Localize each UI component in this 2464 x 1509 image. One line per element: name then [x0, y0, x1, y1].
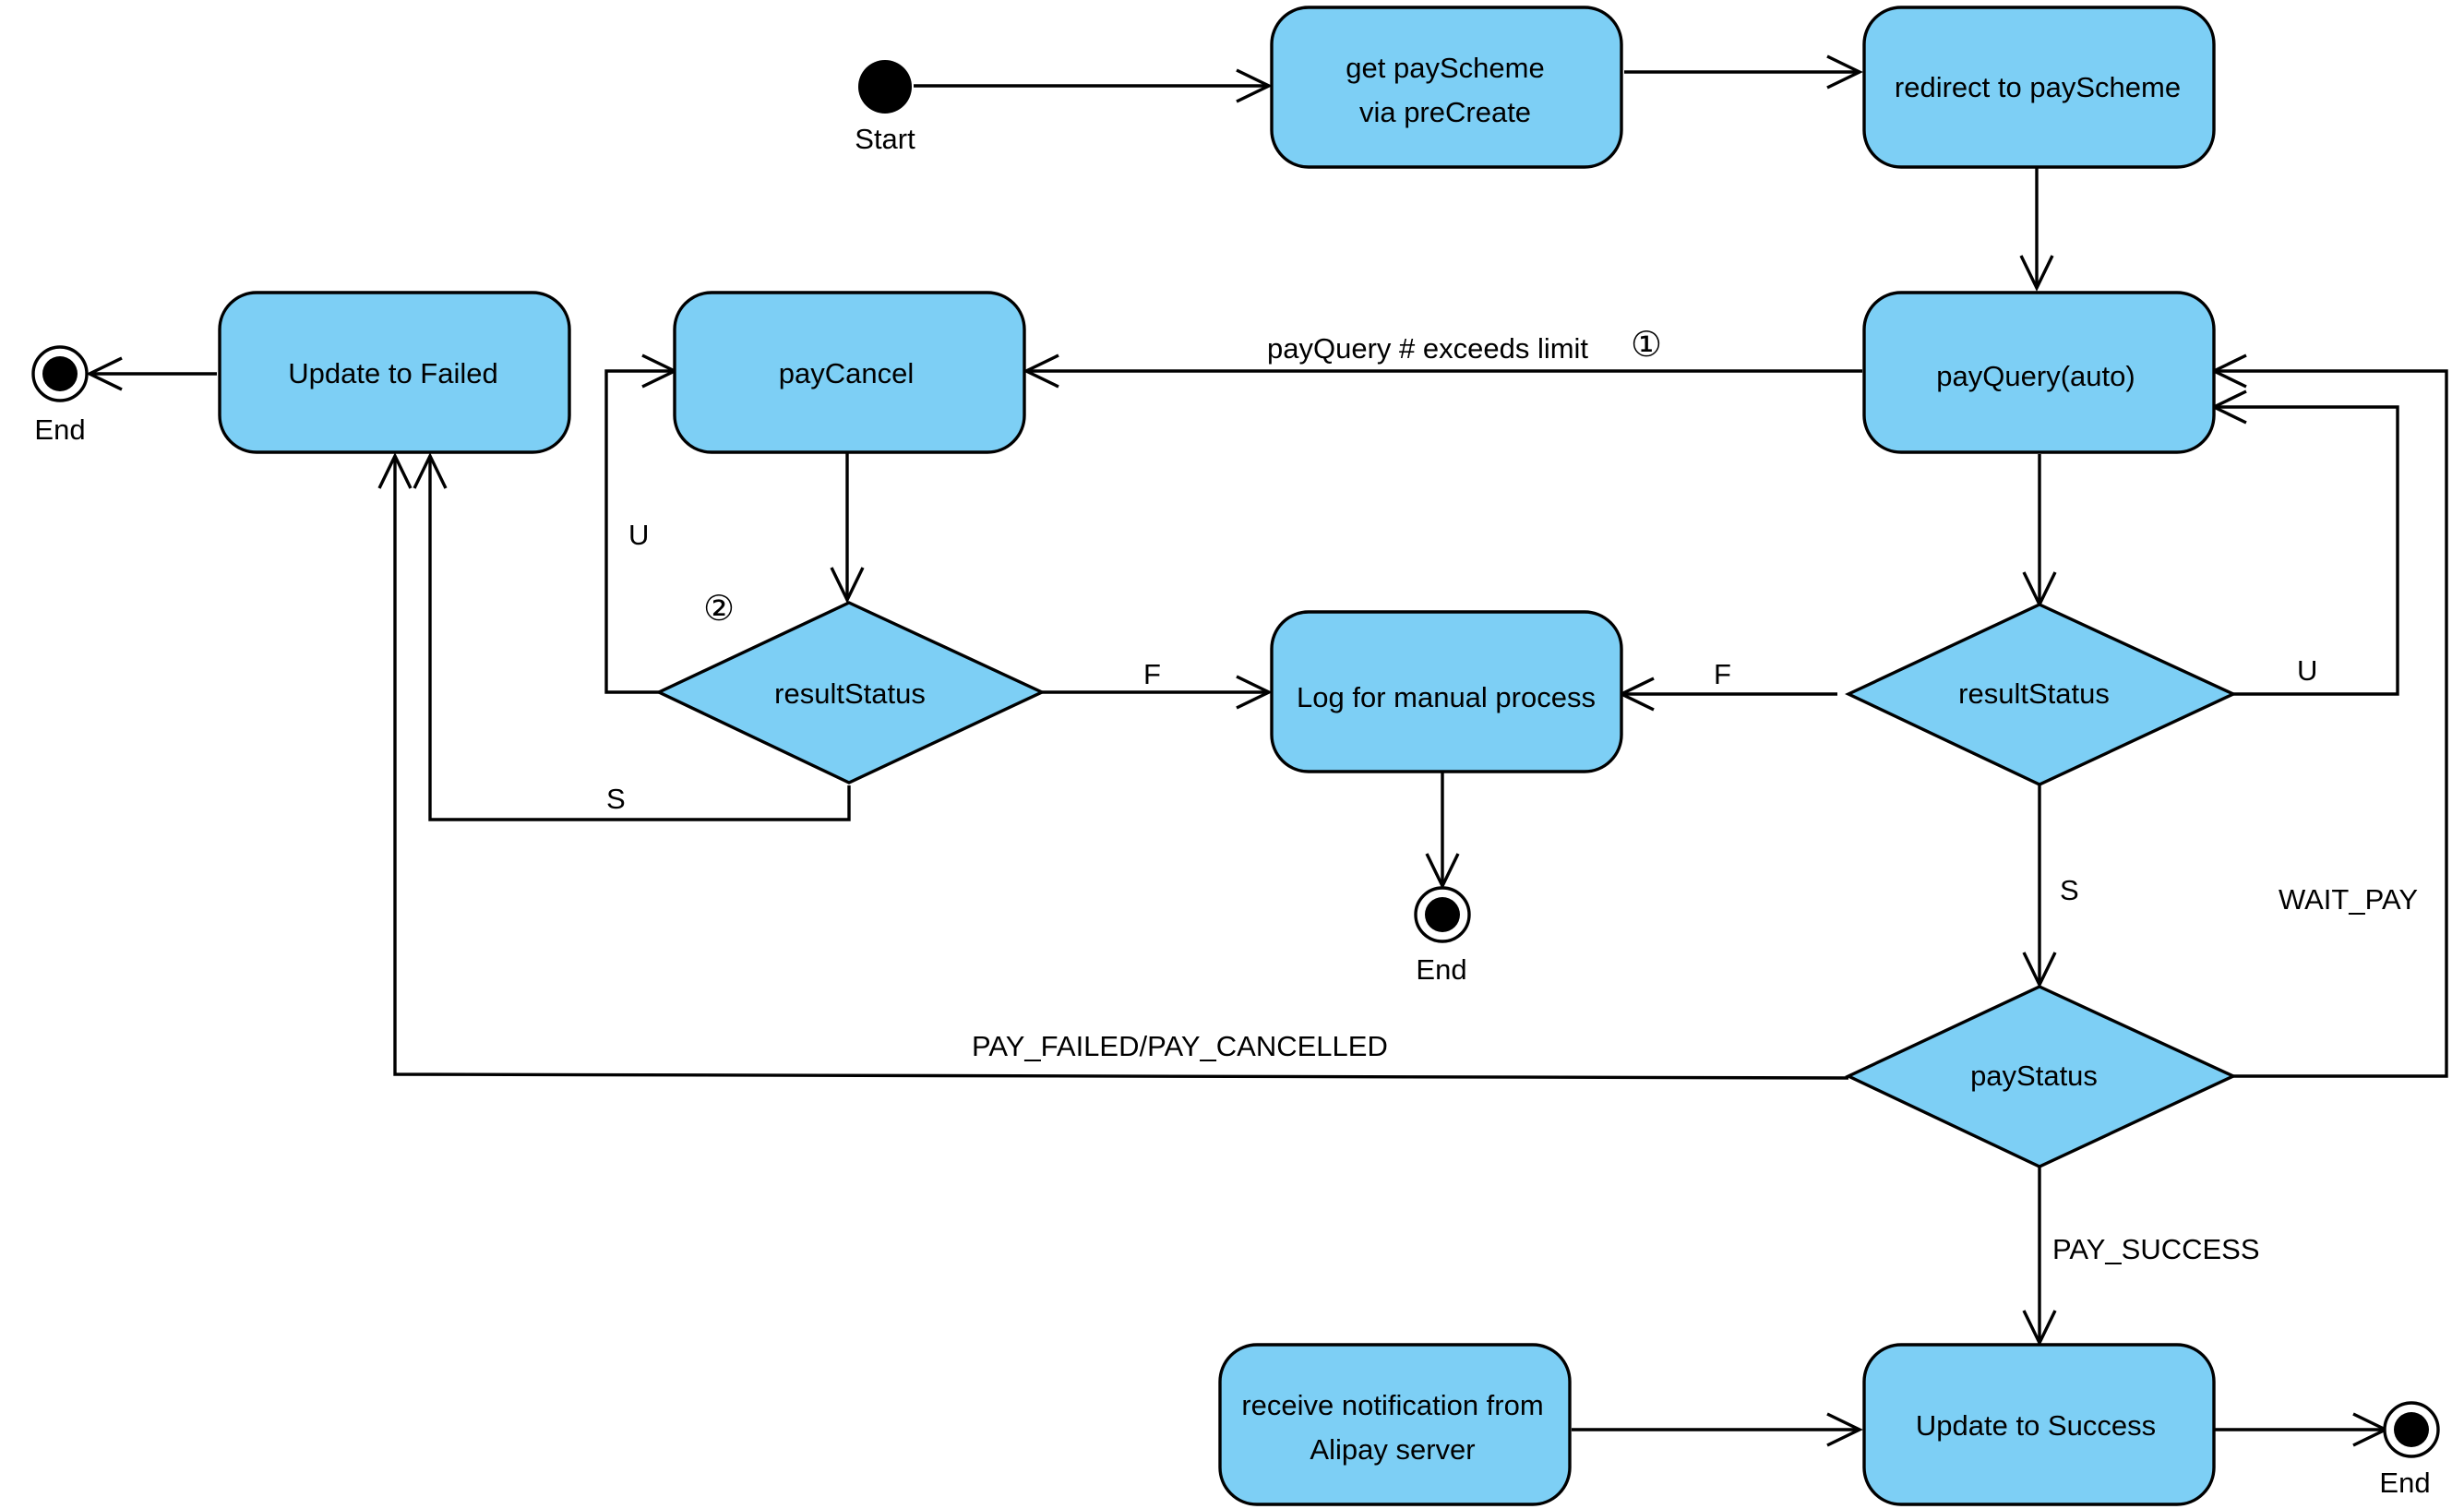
- decision-label: payStatus: [1970, 1060, 2098, 1092]
- label-cancel-f: F: [1143, 658, 1161, 690]
- state-box: [673, 291, 1026, 454]
- state-box: [1218, 1343, 1572, 1506]
- arrowhead: [1236, 675, 1273, 710]
- state-label: via preCreate: [1359, 96, 1531, 128]
- end-node-manual: End: [1414, 886, 1471, 986]
- arrowhead: [2022, 952, 2057, 988]
- label-marker-1: ①: [1631, 324, 1662, 365]
- decision-diamond: [1845, 985, 2238, 1168]
- decision-diamond: [1845, 603, 2238, 786]
- state-label: receive notification from: [1241, 1389, 1543, 1421]
- edge-pay-status-failed-to-update-failed: [393, 456, 1849, 1080]
- state-label: payQuery(auto): [1936, 360, 2135, 392]
- state-label: redirect to payScheme: [1895, 71, 2181, 103]
- arrowhead: [1023, 353, 1059, 389]
- decision-result-status-query: resultStatus: [1845, 603, 2238, 786]
- state-pay-cancel: payCancel: [673, 291, 1026, 454]
- state-label: get payScheme: [1346, 52, 1544, 84]
- state-redirect: redirect to payScheme: [1862, 6, 2216, 169]
- label-cancel-u: U: [628, 519, 649, 551]
- arrowhead: [1236, 68, 1273, 103]
- state-update-failed: Update to Failed: [218, 291, 571, 454]
- state-label: Update to Failed: [288, 357, 497, 389]
- decision-label: resultStatus: [774, 677, 926, 710]
- state-box: [218, 291, 571, 454]
- arrowhead: [1826, 54, 1863, 90]
- end-node-success: End: [2379, 1401, 2440, 1499]
- arrowhead: [86, 356, 123, 391]
- arrowhead: [830, 567, 865, 604]
- decision-diamond: [655, 601, 1047, 784]
- arrowhead: [2019, 255, 2054, 292]
- state-label: payCancel: [779, 357, 914, 389]
- state-box: [1862, 6, 2216, 169]
- end-dot: [42, 356, 78, 391]
- arrowhead: [413, 452, 448, 489]
- state-pay-query: payQuery(auto): [1862, 291, 2216, 454]
- end-label: End: [2379, 1467, 2430, 1499]
- edge-query-result-u-to-pay-query: [2214, 405, 2399, 696]
- arrowhead: [1826, 1412, 1863, 1447]
- state-receive-notification: receive notification from Alipay server: [1218, 1343, 1572, 1506]
- edge-cancel-result-s-to-update-failed: [428, 456, 851, 821]
- state-label: Log for manual process: [1297, 681, 1596, 713]
- end-label: End: [34, 413, 85, 446]
- label-pay-success: PAY_SUCCESS: [2052, 1233, 2260, 1265]
- label-query-u: U: [2297, 654, 2317, 687]
- edge-labels: payQuery # exceeds limit ① ② U F S F U S…: [606, 324, 2418, 1265]
- start-node: Start: [855, 60, 915, 155]
- arrowhead: [377, 452, 413, 489]
- start-label: Start: [855, 123, 915, 155]
- label-pay-failed-cancelled: PAY_FAILED/PAY_CANCELLED: [972, 1030, 1388, 1062]
- arrowhead: [1425, 853, 1460, 890]
- end-dot: [1425, 897, 1460, 932]
- start-dot: [858, 60, 912, 114]
- end-label: End: [1416, 953, 1466, 986]
- state-label: Alipay server: [1310, 1433, 1475, 1466]
- state-box: [1862, 291, 2216, 454]
- decision-label: resultStatus: [1958, 677, 2110, 710]
- label-wait-pay: WAIT_PAY: [2279, 883, 2418, 916]
- label-cancel-s: S: [606, 783, 626, 815]
- arrowhead: [2022, 1310, 2057, 1347]
- decision-pay-status: payStatus: [1845, 985, 2238, 1168]
- end-dot: [2394, 1412, 2429, 1447]
- label-query-s: S: [2060, 874, 2079, 906]
- edge-cancel-result-u-to-pay-cancel: [604, 369, 675, 694]
- state-box: [1270, 6, 1623, 169]
- decision-result-status-cancel: resultStatus: [655, 601, 1047, 784]
- state-box: [1270, 610, 1623, 773]
- edges: [86, 54, 2448, 1447]
- state-box: [1862, 1343, 2216, 1506]
- edge-pay-status-wait-pay-to-pay-query: [2214, 369, 2448, 1078]
- label-marker-2: ②: [703, 588, 735, 629]
- state-update-success: Update to Success: [1862, 1343, 2216, 1506]
- label-exceeds-limit: payQuery # exceeds limit: [1267, 332, 1588, 365]
- state-get-pay-scheme: get payScheme via preCreate: [1270, 6, 1623, 169]
- label-query-f: F: [1714, 658, 1731, 690]
- state-log-manual: Log for manual process: [1270, 610, 1623, 773]
- end-node-failed: End: [31, 345, 89, 446]
- state-label: Update to Success: [1916, 1409, 2156, 1442]
